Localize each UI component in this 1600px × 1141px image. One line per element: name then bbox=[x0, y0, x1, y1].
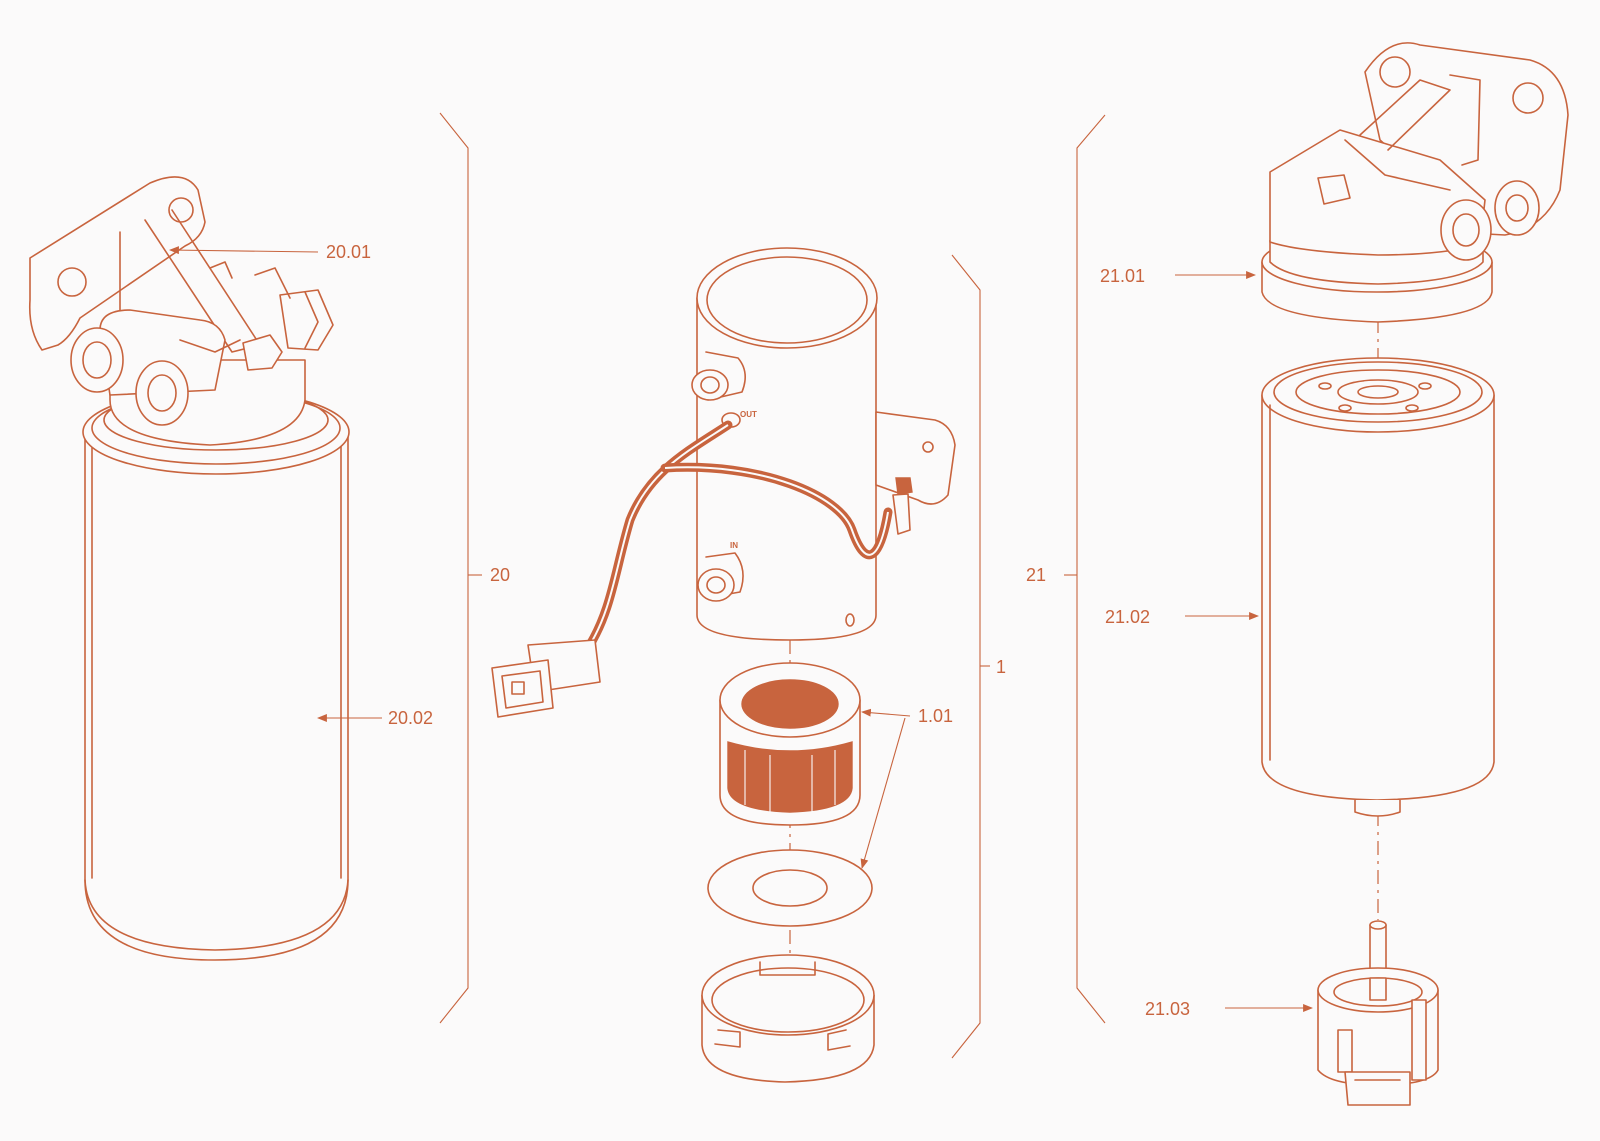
filter-assembly-21: 21.01 21.02 21.03 21 bbox=[1026, 42, 1569, 1106]
port-mark-out: OUT bbox=[740, 410, 757, 419]
assembly-label-1: 1 bbox=[996, 657, 1006, 677]
water-sensor-21-03 bbox=[1317, 920, 1439, 1106]
filter-canister-21-02 bbox=[1261, 357, 1495, 817]
pump-assembly-1: OUT IN bbox=[491, 247, 1006, 1083]
leader-1-01-washer bbox=[860, 717, 906, 869]
bracket-20 bbox=[439, 112, 469, 1024]
callout-20-02: 20.02 bbox=[388, 708, 433, 728]
assembly-label-21: 21 bbox=[1026, 565, 1046, 585]
filter-head-21-01 bbox=[1261, 42, 1569, 323]
leader-1-01 bbox=[861, 708, 911, 717]
callout-21-01: 21.01 bbox=[1100, 266, 1145, 286]
bracket-1 bbox=[951, 254, 981, 1059]
bracket-21 bbox=[1076, 114, 1106, 1024]
retaining-ring bbox=[701, 954, 875, 1083]
callout-20-01: 20.01 bbox=[326, 242, 371, 262]
callout-1-01: 1.01 bbox=[918, 706, 953, 726]
filter-head-20-01 bbox=[28, 176, 334, 446]
pump-body: OUT IN bbox=[691, 247, 956, 641]
filter-canister-20-02 bbox=[82, 389, 350, 961]
filter-assembly-20: 20.01 20.02 20 bbox=[28, 112, 510, 1024]
wiring-harness bbox=[491, 420, 913, 718]
callout-21-02: 21.02 bbox=[1105, 607, 1150, 627]
assembly-label-20: 20 bbox=[490, 565, 510, 585]
callout-21-03: 21.03 bbox=[1145, 999, 1190, 1019]
port-mark-in: IN bbox=[730, 541, 738, 550]
strainer-1-01 bbox=[719, 662, 861, 826]
washer bbox=[707, 849, 873, 927]
leader-20-01 bbox=[169, 246, 319, 255]
